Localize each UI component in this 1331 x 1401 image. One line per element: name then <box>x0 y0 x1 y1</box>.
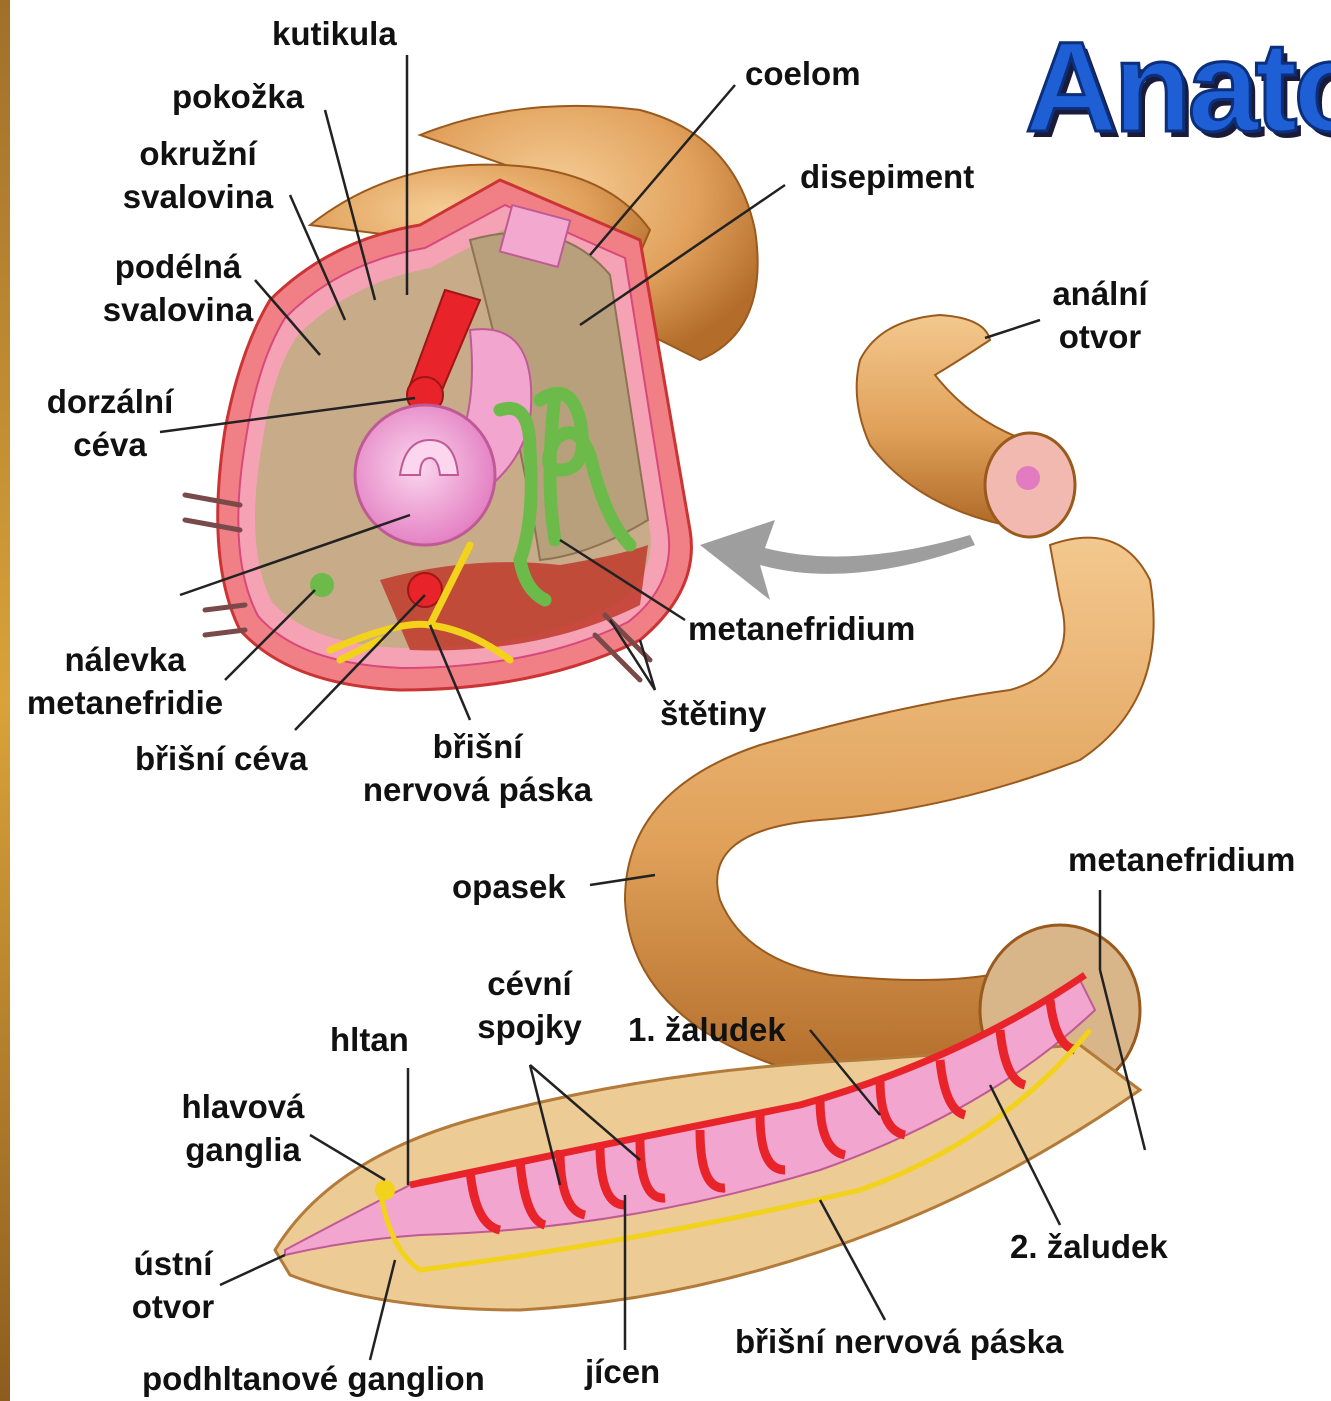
label-podelna-svalovina: podélná svalovina <box>88 245 268 331</box>
cerebral-ganglion <box>375 1180 395 1200</box>
label-zaludek-1: 1. žaludek <box>628 1008 786 1051</box>
label-brisni-nervova-paska-top: břišní nervová páska <box>345 725 610 811</box>
page-title: Anato <box>1025 18 1331 158</box>
label-metanefridium-top: metanefridium <box>688 607 915 650</box>
label-analni-otvor: anální otvor <box>1035 272 1165 358</box>
worm-tail-gut <box>1016 466 1040 490</box>
label-brisni-nervova-paska-bottom: břišní nervová páska <box>735 1320 1063 1363</box>
label-hltan: hltan <box>330 1018 409 1061</box>
label-nalevka-metanefridie: nálevka metanefridie <box>10 638 240 724</box>
label-okruzni-svalovina: okružní svalovina <box>108 132 288 218</box>
gut-section <box>355 405 495 545</box>
label-stetiny: štětiny <box>660 692 766 735</box>
label-ustni-otvor: ústní otvor <box>118 1242 228 1328</box>
label-pokozka: pokožka <box>172 75 304 118</box>
label-disepiment: disepiment <box>800 155 974 198</box>
arrow <box>700 520 975 600</box>
label-dorzalni-ceva: dorzální céva <box>35 380 185 466</box>
label-hlavova-ganglia: hlavová ganglia <box>168 1085 318 1171</box>
label-metanefridium-right: metanefridium <box>1068 838 1295 881</box>
nephrostome <box>310 573 334 597</box>
label-coelom: coelom <box>745 52 861 95</box>
label-brisni-ceva: břišní céva <box>135 737 307 780</box>
label-kutikula: kutikula <box>272 12 397 55</box>
label-podhltanove-ganglion: podhltanové ganglion <box>142 1357 485 1400</box>
ventral-vessel <box>408 573 442 607</box>
label-cevni-spojky: cévní spojky <box>462 962 597 1048</box>
label-jicen: jícen <box>585 1350 660 1393</box>
label-zaludek-2: 2. žaludek <box>1010 1225 1168 1268</box>
label-opasek: opasek <box>452 865 566 908</box>
